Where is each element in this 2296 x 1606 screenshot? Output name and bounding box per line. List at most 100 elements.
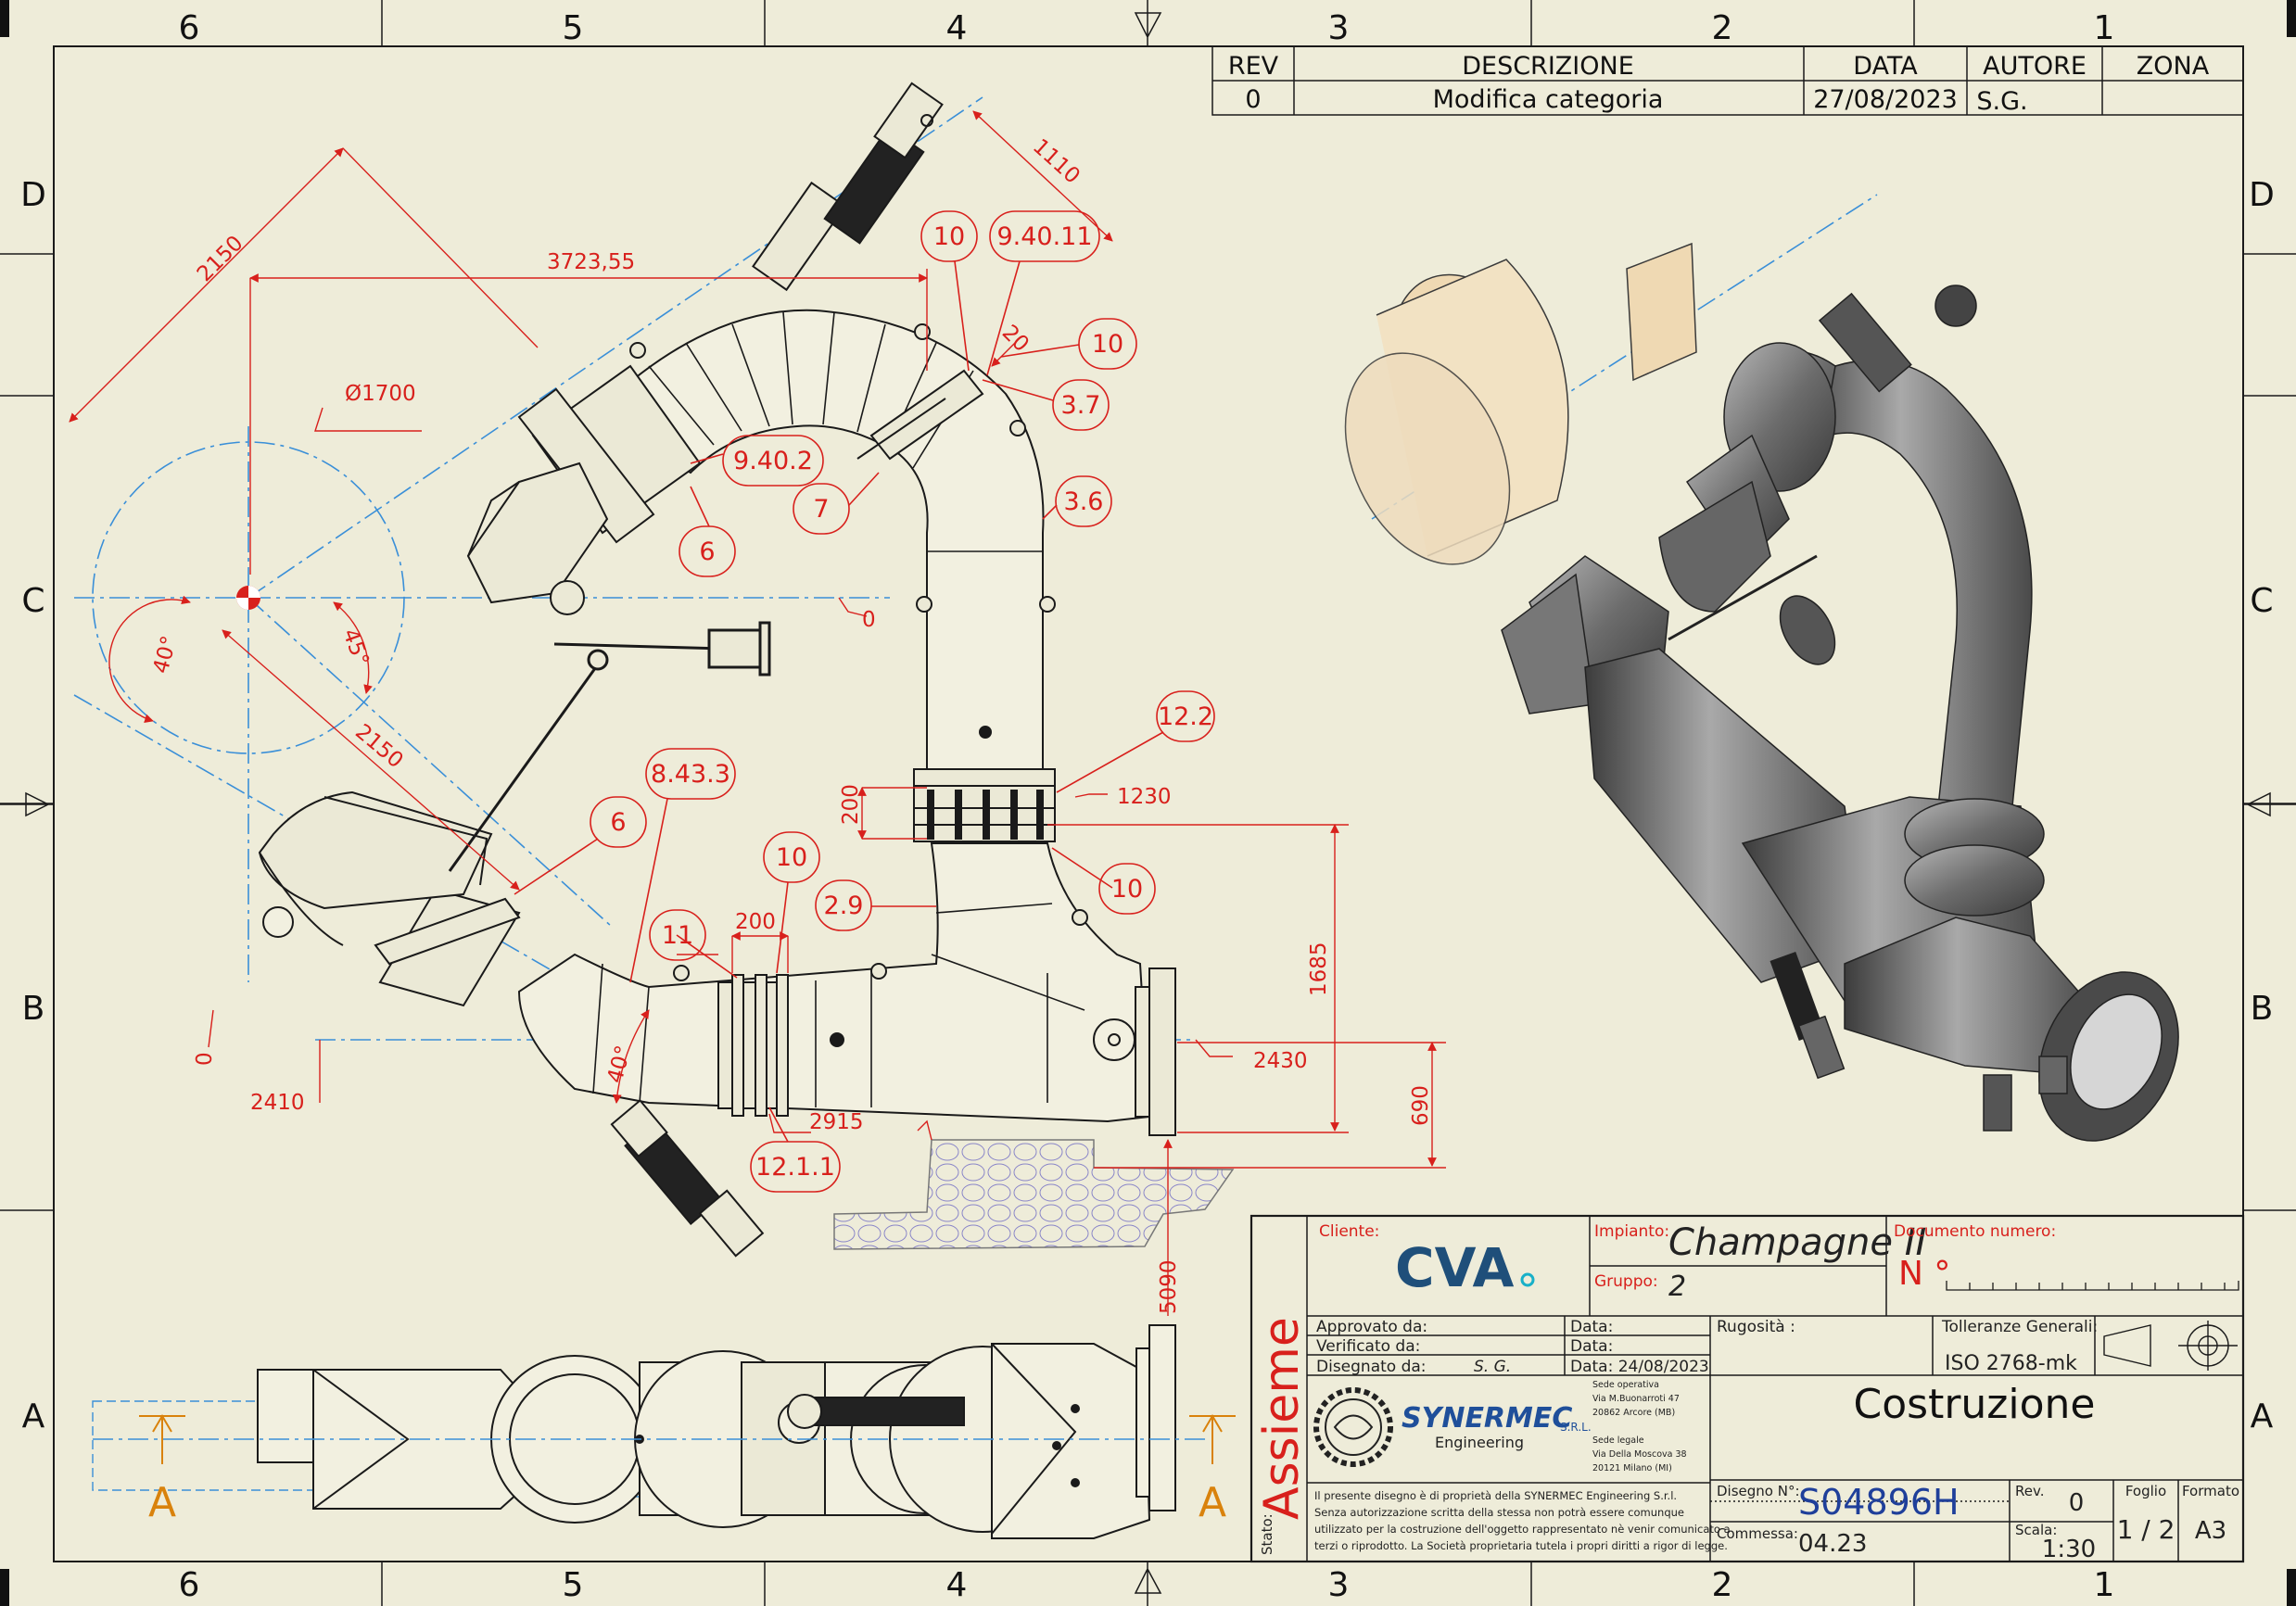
balloon-12-2: 12.2 — [1158, 702, 1213, 731]
client-logo: CVA — [1395, 1236, 1515, 1299]
balloon-8-43-3: 8.43.3 — [651, 760, 730, 789]
sede-legale-2: 20121 Milano (MI) — [1592, 1463, 1672, 1473]
documento-value: N ° — [1898, 1255, 1950, 1293]
balloon-9-40-11: 9.40.11 — [996, 222, 1092, 251]
scala-value: 1:30 — [2042, 1536, 2096, 1563]
foundation — [833, 1139, 1235, 1250]
cliente-label: Cliente: — [1319, 1222, 1379, 1241]
zone-bottom-1: 1 — [2094, 1566, 2115, 1604]
disegnato-value: S. G. — [1474, 1358, 1511, 1376]
sede-legale-0: Sede legale — [1592, 1435, 1644, 1446]
title-block: Assieme Stato: Cliente: CVA Impianto: Ch… — [1249, 1214, 2245, 1563]
approvato-label: Approvato da: — [1316, 1318, 1427, 1336]
balloon-11: 11 — [662, 921, 693, 950]
dim-690: 690 — [1409, 1085, 1433, 1126]
disegno-value: S04896H — [1798, 1482, 1960, 1523]
isometric-view — [1344, 242, 2179, 1142]
zone-top-6: 6 — [179, 9, 200, 47]
zone-top-5: 5 — [563, 9, 584, 47]
dim-angle-40: 40° — [149, 633, 183, 676]
disclaimer-line-1: Senza autorizzazione scritta della stess… — [1314, 1506, 1684, 1519]
projection-symbol — [2103, 1321, 2238, 1371]
revision-table: REV DESCRIZIONE DATA AUTORE ZONA 0 Modif… — [1211, 45, 2244, 116]
dim-3723: 3723,55 — [547, 250, 635, 274]
zone-right-B: B — [2251, 990, 2274, 1028]
tolleranze-value: ISO 2768-mk — [1945, 1352, 2077, 1375]
zone-labels: 6 5 4 3 2 1 6 5 4 3 2 1 D C B A D C B A — [20, 9, 2275, 1604]
dim-1110: 1110 — [1028, 134, 1085, 188]
dim-zero-left: 0 — [193, 1052, 217, 1066]
dim-1230: 1230 — [1117, 785, 1172, 809]
disegnato-label: Disegnato da: — [1316, 1358, 1427, 1376]
balloon-labels: 10 9.40.11 10 3.7 9.40.2 7 3.6 6 12.2 8.… — [610, 222, 1213, 1182]
balloon-7: 7 — [813, 495, 829, 524]
balloon-12-1-1: 12.1.1 — [755, 1153, 835, 1182]
tolleranze-label: Tolleranze Generali: — [1941, 1318, 2098, 1336]
plan-view: A A — [92, 1324, 1236, 1539]
dim-200-horizontal: 200 — [735, 910, 776, 934]
dim-2430: 2430 — [1253, 1049, 1308, 1073]
zone-top-1: 1 — [2094, 9, 2115, 47]
section-label-right: A — [1199, 1479, 1226, 1526]
rugosita-label: Rugosità : — [1717, 1318, 1795, 1336]
balloons — [514, 210, 1215, 1193]
gear-icon — [1313, 1387, 1393, 1467]
rev-header-autore: AUTORE — [1983, 52, 2087, 81]
disclaimer-line-0: Il presente disegno è di proprietà della… — [1314, 1489, 1677, 1502]
zone-top-3: 3 — [1328, 9, 1350, 47]
commessa-label: Commessa: — [1717, 1525, 1798, 1542]
balloon-3-6: 3.6 — [1064, 487, 1104, 516]
zone-bottom-4: 4 — [946, 1566, 968, 1604]
sede-operativa-0: Sede operativa — [1592, 1380, 1659, 1390]
scala-label: Scala: — [2015, 1522, 2057, 1538]
gruppo-label: Gruppo: — [1594, 1272, 1658, 1291]
disegnato-data: Data: 24/08/2023 — [1570, 1358, 1709, 1376]
commessa-value: 04.23 — [1798, 1530, 1867, 1558]
zone-top-2: 2 — [1712, 9, 1733, 47]
dim-diameter-1700: Ø1700 — [345, 382, 416, 406]
foglio-value: 1 / 2 — [2117, 1514, 2175, 1545]
balloon-6-b: 6 — [610, 808, 626, 837]
documento-label: Documento numero: — [1894, 1222, 2056, 1241]
dim-1685: 1685 — [1307, 942, 1331, 996]
gruppo-value: 2 — [1668, 1271, 1686, 1303]
rev-header-descrizione: DESCRIZIONE — [1462, 52, 1634, 81]
zone-bottom-2: 2 — [1712, 1566, 1733, 1604]
verificato-label: Verificato da: — [1316, 1337, 1420, 1356]
section-label-left: A — [148, 1479, 176, 1526]
section-markers — [139, 1414, 1236, 1464]
approvato-data-label: Data: — [1570, 1318, 1613, 1336]
rev-label: Rev. — [2015, 1483, 2044, 1499]
balloon-10-d: 10 — [1111, 875, 1143, 904]
rev-header-data: DATA — [1853, 52, 1918, 81]
sede-operativa-2: 20862 Arcore (MB) — [1592, 1408, 1675, 1418]
sede-legale-1: Via Della Moscova 38 — [1592, 1449, 1687, 1460]
sede-operativa-1: Via M.Buonarroti 47 — [1592, 1394, 1680, 1404]
balloon-2-9: 2.9 — [824, 892, 864, 920]
dim-2150-top: 2150 — [193, 231, 248, 286]
balloon-10-a: 10 — [933, 222, 965, 251]
company-suffix: S.R.L. — [1560, 1421, 1592, 1434]
disegno-label: Disegno N°: — [1717, 1483, 1800, 1499]
rev-row-data: 27/08/2023 — [1813, 85, 1958, 114]
dim-5090: 5090 — [1157, 1259, 1181, 1314]
rev-row-rev: 0 — [1245, 85, 1261, 114]
dim-20: 20 — [997, 321, 1034, 357]
rev-value: 0 — [2069, 1489, 2085, 1517]
formato-label: Formato — [2182, 1483, 2239, 1499]
dim-2915: 2915 — [809, 1110, 864, 1134]
foglio-label: Foglio — [2125, 1483, 2166, 1499]
zone-left-C: C — [21, 582, 44, 620]
impianto-value: Champagne II — [1668, 1221, 1926, 1264]
company-name: SYNERMEC — [1402, 1402, 1572, 1435]
balloon-6-a: 6 — [699, 537, 715, 566]
zone-bottom-3: 3 — [1328, 1566, 1350, 1604]
zone-left-B: B — [22, 990, 45, 1028]
dim-angle-45: 45° — [337, 626, 373, 669]
disclaimer-line-3: terzi o riprodotto. La Società proprieta… — [1314, 1539, 1728, 1552]
drawing-title: Costruzione — [1854, 1381, 2096, 1428]
balloon-10-b: 10 — [1092, 330, 1123, 359]
rev-header-zona: ZONA — [2137, 52, 2210, 81]
